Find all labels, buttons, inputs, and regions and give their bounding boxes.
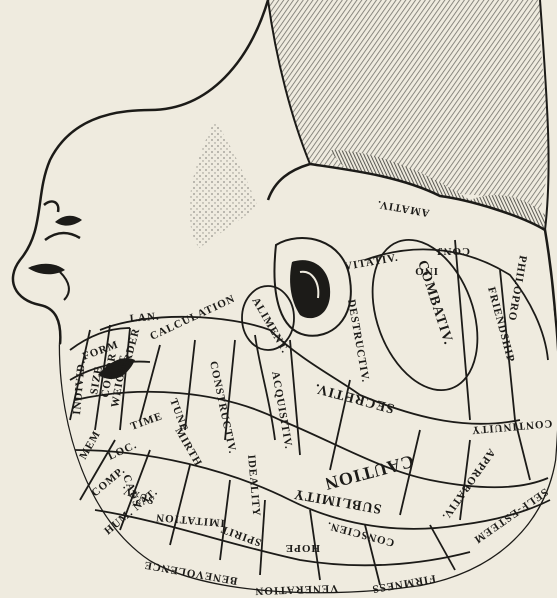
label-ino: INO (414, 265, 438, 277)
label-conj: CONJ. (432, 245, 470, 257)
label-hope: HOPE (285, 542, 320, 554)
